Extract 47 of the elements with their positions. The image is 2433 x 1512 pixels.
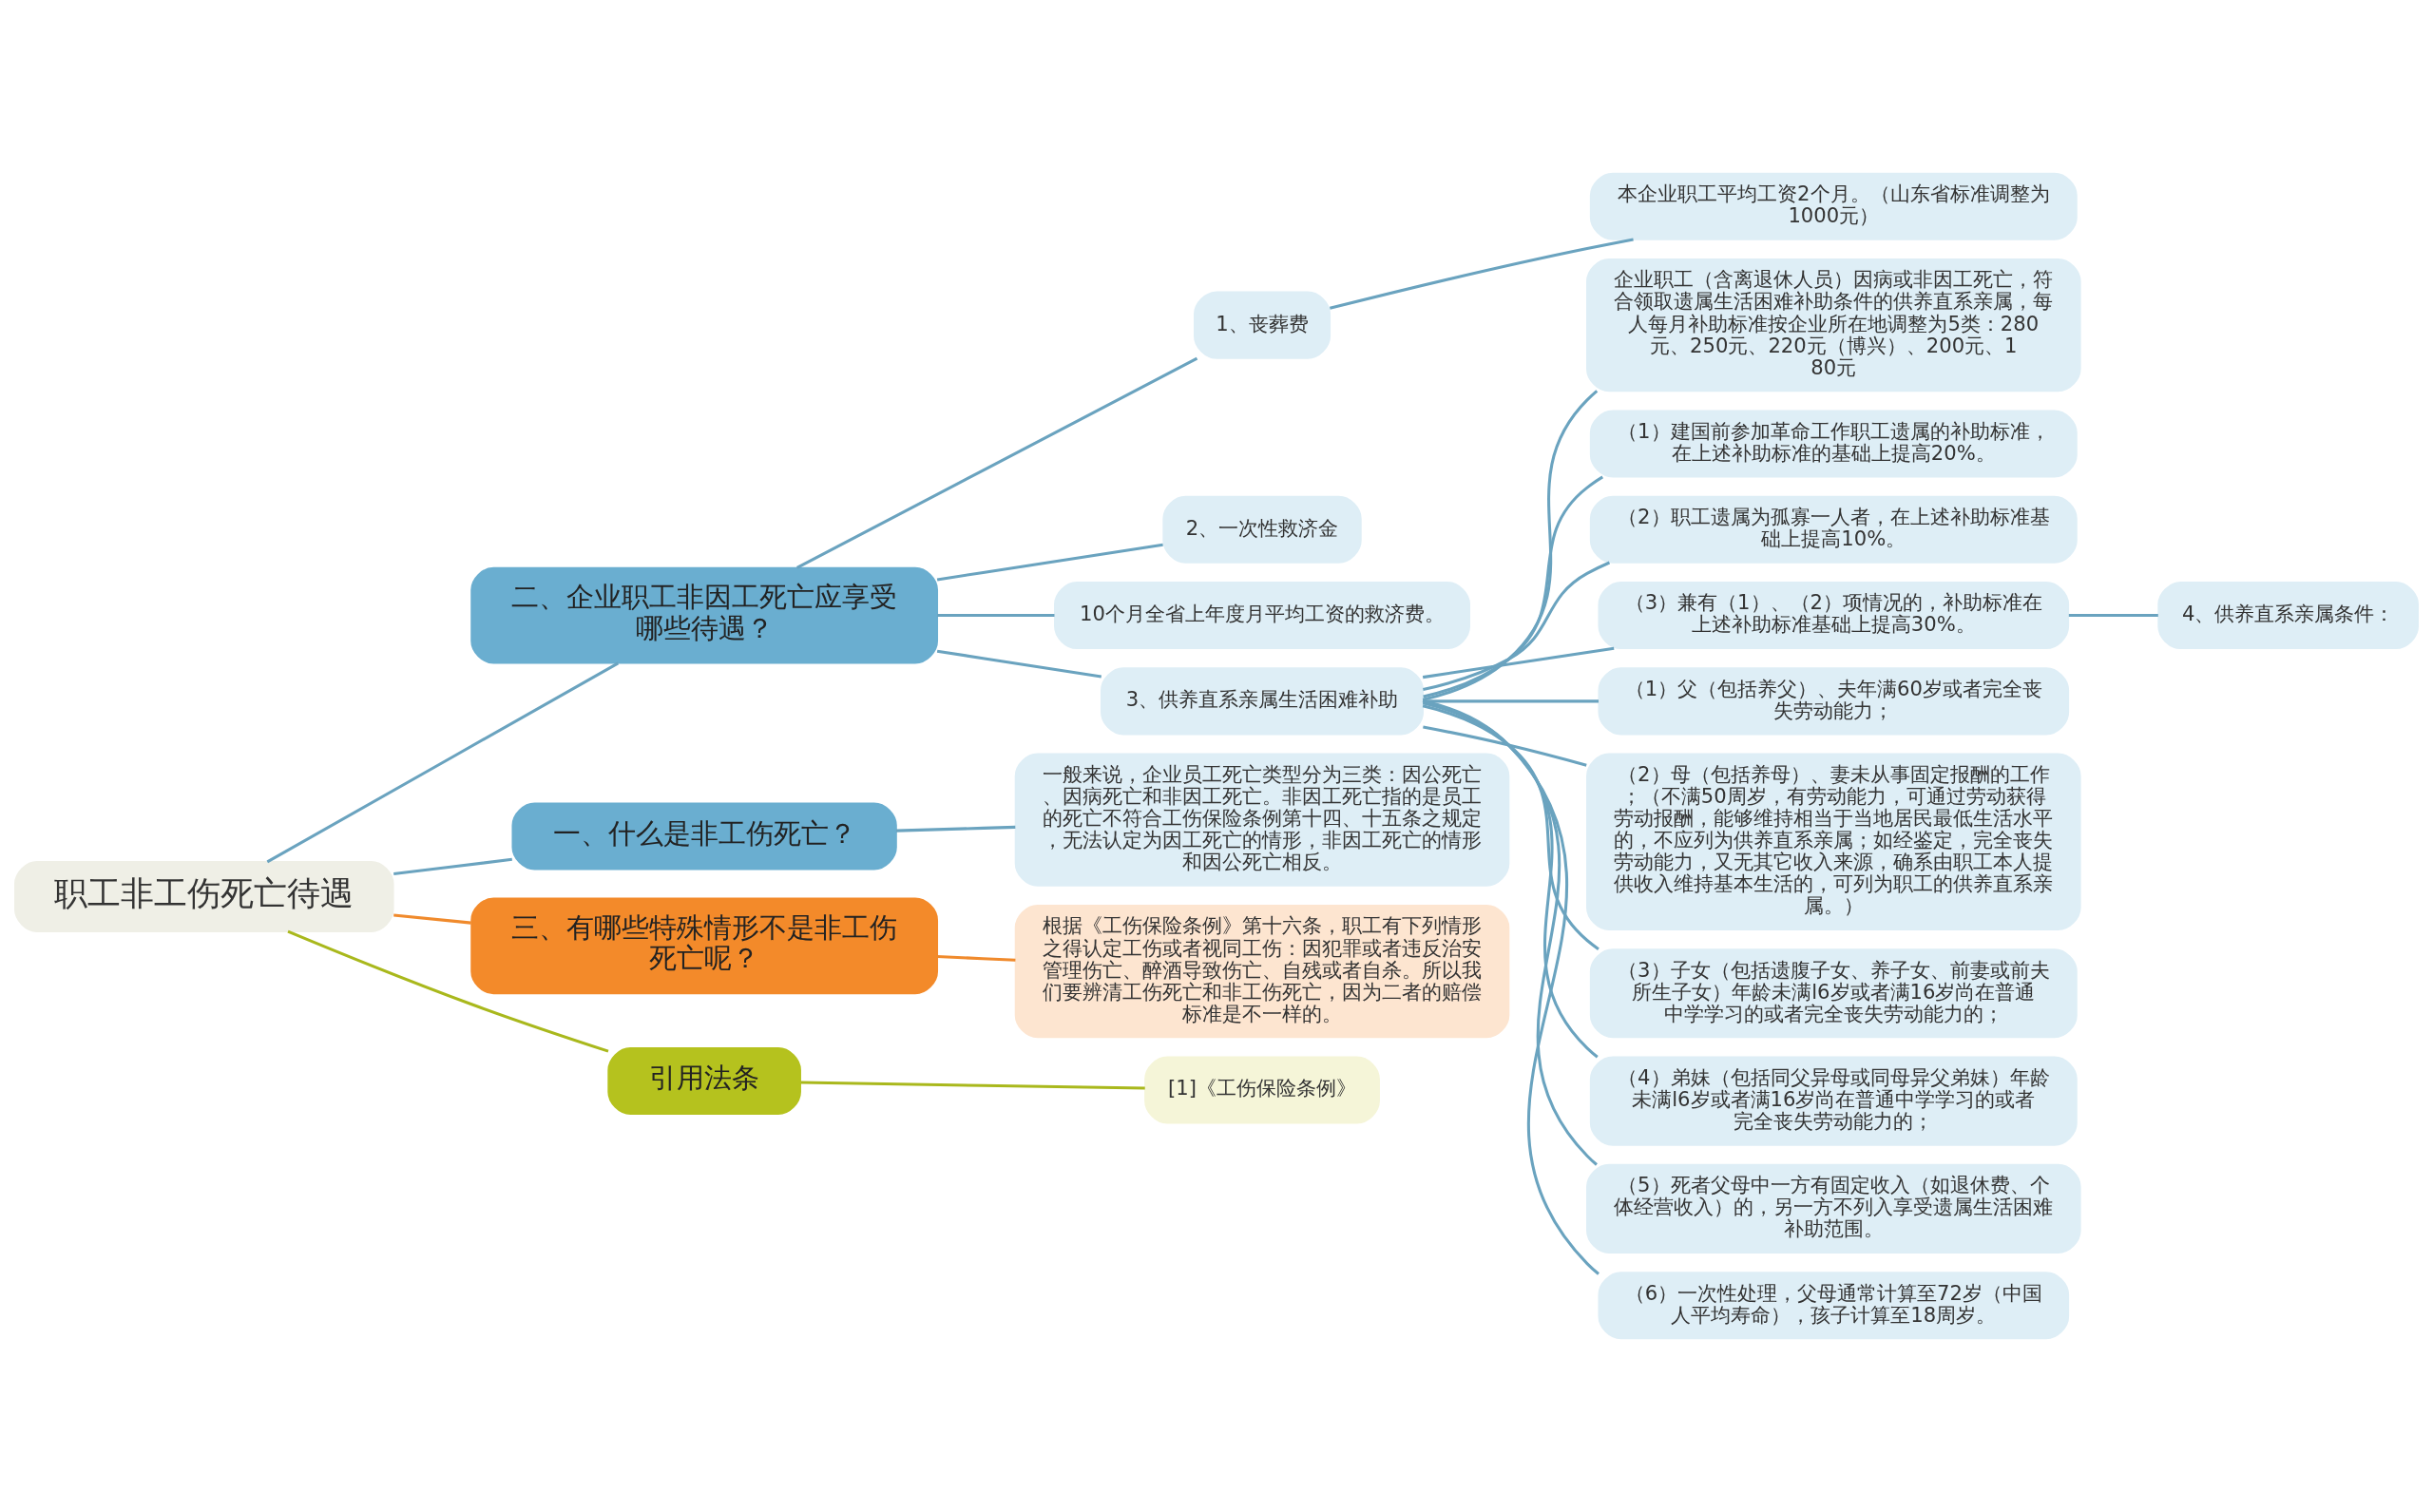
node-box: 职工非工伤死亡待遇 [14,860,394,932]
node-box: 3、供养直系亲属生活困难补助 [1101,667,1425,736]
connector [1422,699,1600,1275]
node-box: （3）兼有（1）、（2）项情况的，补助标准在上述补助标准基础上提高30%。 [1598,582,2070,650]
node-box: （2）母（包括养母）、妻未从事固定报酬的工作；（不满50周岁，有劳动能力，可通过劳动获得劳动报酬，能够维持相当于当地居民最低生活水平的，不应列为供养直系亲属；如经鉴定，完全丧失劳动能力，又无其它收入来源，确系由职工本人提供收入维持基本生活的，可列为职工的供养直系亲属。） [1586,753,2081,930]
node-box: 一般来说，企业员工死亡类型分为三类：因公死亡、因病死亡和非因工死亡。非因工死亡指的是员工的死亡不符合工伤保险条例第十四、十五条之规定，无法认定为因工死亡的情形，非因工死亡的情形和因公死亡相反。 [1014,753,1510,887]
connector [936,649,1102,679]
node-box: （2）职工遗属为孤寡一人者，在上述补助标准基础上提高10%。 [1589,495,2078,564]
node-box: 本企业职工平均工资2个月。（山东省标准调整为1000元） [1589,172,2078,240]
connector [2068,614,2158,618]
node-box: （1）建国前参加革命工作职工遗属的补助标准，在上述补助标准的基础上提高20%。 [1589,410,2078,478]
node-box: [1]《工伤保险条例》 [1144,1056,1380,1124]
connector [1423,700,1598,1166]
node-box: 10个月全省上年度月平均工资的救济费。 [1054,582,1471,650]
connector [1423,475,1604,699]
node-box: （1）父（包括养父）、夫年满60岁或者完全丧失劳动能力； [1598,667,2070,736]
node-box: 1、丧葬费 [1194,291,1331,359]
node-box: 三、有哪些特殊情形不是非工伤死亡呢？ [470,897,939,995]
connector [393,913,471,925]
connector [936,543,1163,582]
connector [1422,704,1600,950]
connector [937,954,1016,962]
node-box: （3）子女（包括遗腹子女、养子女、前妻或前夫所生子女）年龄未满l6岁或者满16岁尚在普通中学学习的或者完全丧失劳动能力的； [1589,948,2078,1039]
connector [796,356,1198,569]
connector [937,614,1055,618]
node-box: （6）一次性处理，父母通常计算至72岁（中国人平均寿命），孩子计算至18周岁。 [1598,1272,2070,1340]
connector [800,1081,1145,1090]
node-box: 二、企业职工非因工死亡应享受哪些待遇？ [470,566,939,664]
node-box: 一、什么是非工伤死亡？ [511,802,897,871]
node-box: 4、供养直系亲属条件： [2157,582,2419,650]
node-box: 引用法条 [607,1046,801,1115]
connector [1422,646,1615,679]
connector [1423,699,1599,703]
node-box: （4）弟妹（包括同父异母或同母异父弟妹）年龄未满l6岁或者满16岁尚在普通中学学习的或者完全丧失劳动能力的； [1589,1056,2078,1146]
connector [393,857,512,875]
node-box: （5）死者父母中一方有固定收入（如退休费、个体经营收入）的，另一方不列入享受遗属生活困难补助范围。 [1586,1163,2081,1254]
connector [1329,238,1634,310]
connector [1423,561,1611,692]
connector [287,929,609,1053]
connector [266,661,620,864]
connector [1422,390,1599,701]
connector [895,825,1016,833]
connector [1423,725,1587,767]
connector [1422,701,1599,1059]
node-box: 2、一次性救济金 [1162,495,1362,564]
node-box: 根据《工伤保险条例》第十六条，职工有下列情形之得认定工伤或者视同工伤：因犯罪或者违反治安管理伤亡、醉酒导致伤亡、自残或者自杀。所以我们要辨清工伤死亡和非工伤死亡，因为二者的赔偿标准是不一样的。 [1014,905,1510,1039]
node-box: 企业职工（含离退休人员）因病或非因工死亡，符合领取遗属生活困难补助条件的供养直系亲属，每人每月补助标准按企业所在地调整为5类：280元、250元、220元（博兴）、200元、180元 [1586,258,2081,392]
